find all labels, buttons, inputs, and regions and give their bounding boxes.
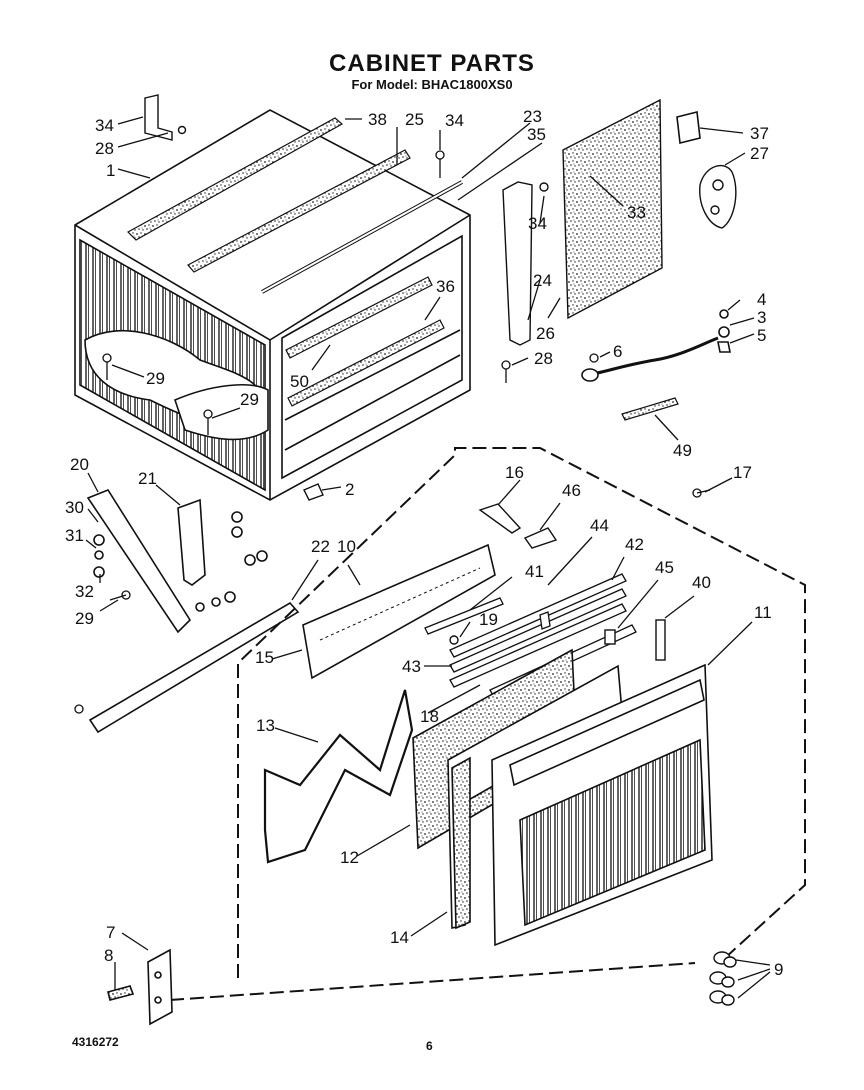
support-brackets — [86, 489, 268, 634]
callout-1: 1 — [106, 161, 115, 180]
callout-18: 18 — [420, 707, 439, 726]
callout-27: 27 — [750, 144, 769, 163]
side-bracket — [107, 948, 173, 1026]
filter-panel — [562, 98, 663, 320]
callout-29-c: 29 — [75, 609, 94, 628]
callout-28-top: 28 — [95, 139, 114, 158]
callout-34-mid: 34 — [528, 214, 547, 233]
power-cord — [581, 309, 731, 382]
callout-9: 9 — [774, 960, 783, 979]
leader-lines — [85, 116, 771, 999]
callout-21: 21 — [138, 469, 157, 488]
callout-46: 46 — [562, 481, 581, 500]
top-rails — [127, 117, 463, 407]
callout-6: 6 — [613, 342, 622, 361]
callout-labels: 34 28 1 38 25 34 23 35 37 27 33 34 24 36… — [65, 107, 783, 979]
callout-42: 42 — [625, 535, 644, 554]
callout-29-b: 29 — [240, 390, 259, 409]
callout-3: 3 — [757, 308, 766, 327]
callout-32: 32 — [75, 582, 94, 601]
heater-coil — [263, 689, 414, 864]
diagram-title: CABINET PARTS — [329, 50, 535, 77]
callout-11: 11 — [754, 603, 772, 622]
side-support — [502, 181, 549, 346]
callout-2: 2 — [345, 480, 354, 499]
callout-15: 15 — [255, 648, 274, 667]
callout-10: 10 — [337, 537, 356, 556]
control-panel — [302, 543, 496, 680]
callout-33: 33 — [627, 203, 646, 222]
callout-5: 5 — [757, 326, 766, 345]
knobs — [709, 951, 737, 1006]
callout-34-top: 34 — [445, 111, 464, 130]
callout-4: 4 — [757, 290, 766, 309]
callout-7: 7 — [106, 923, 115, 942]
callout-49: 49 — [673, 441, 692, 460]
callout-23: 23 — [523, 107, 542, 126]
callout-26: 26 — [536, 324, 555, 343]
wire-clip-strip — [621, 397, 679, 421]
callout-12: 12 — [340, 848, 359, 867]
callout-24: 24 — [533, 271, 552, 290]
callout-25: 25 — [405, 110, 424, 129]
callout-36: 36 — [436, 277, 455, 296]
screws — [74, 150, 711, 714]
callout-41: 41 — [525, 562, 544, 581]
callout-13: 13 — [256, 716, 275, 735]
callout-19: 19 — [479, 610, 498, 629]
callout-30: 30 — [65, 498, 84, 517]
callout-28-mid: 28 — [534, 349, 553, 368]
callout-8: 8 — [104, 946, 113, 965]
drain-clip — [303, 483, 324, 501]
callout-37: 37 — [750, 124, 769, 143]
callout-29-a: 29 — [146, 369, 165, 388]
callout-31: 31 — [65, 526, 84, 545]
model-subtitle: For Model: BHAC1800XS0 — [351, 77, 513, 92]
small-parts — [449, 503, 666, 661]
foam-block — [676, 111, 701, 144]
callout-38: 38 — [368, 110, 387, 129]
callout-22: 22 — [311, 537, 330, 556]
callout-17: 17 — [733, 463, 752, 482]
callout-35: 35 — [527, 125, 546, 144]
callout-44: 44 — [590, 516, 609, 535]
control-knob — [699, 164, 737, 229]
page-number: 6 — [426, 1039, 433, 1053]
callout-14: 14 — [390, 928, 409, 947]
callout-39: 34 — [95, 116, 114, 135]
callout-43: 43 — [402, 657, 421, 676]
sill-rail — [88, 601, 300, 734]
callout-16: 16 — [505, 463, 524, 482]
callout-40: 40 — [692, 573, 711, 592]
callout-20: 20 — [70, 455, 89, 474]
front-grille — [491, 663, 713, 947]
explode-outline — [237, 447, 806, 978]
callout-45: 45 — [655, 558, 674, 577]
callout-50: 50 — [290, 372, 309, 391]
document-number: 4316272 — [72, 1035, 119, 1049]
cabinet-shell — [74, 109, 471, 501]
mounting-bracket — [144, 94, 187, 141]
